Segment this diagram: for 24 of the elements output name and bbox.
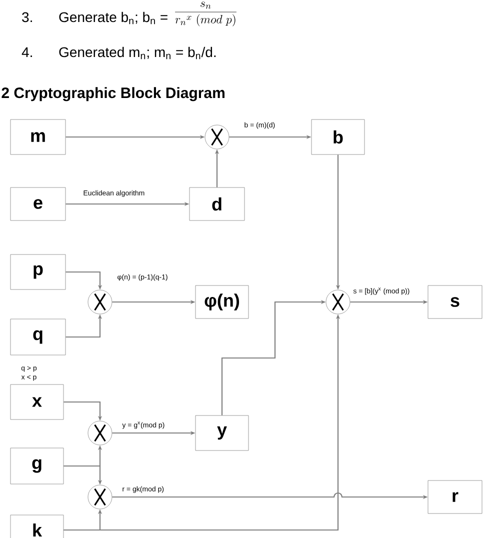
multiplier-circle (88, 484, 112, 510)
multiplier-circle (326, 290, 350, 314)
block-box: x (10, 384, 64, 420)
list-number: 3. (22, 12, 32, 22)
block-box: φ(n) (195, 285, 249, 319)
block-box: e (10, 187, 66, 221)
multiplier-circle (88, 420, 112, 446)
block-box: m (10, 119, 66, 155)
block-box: d (189, 187, 245, 221)
block-box: r (428, 480, 482, 514)
list-text: Generated m$_{n}$; m$_{n}$ = b$_{n}$/d. (59, 46, 216, 60)
multiplier-circle (88, 290, 112, 314)
block-box: p (10, 254, 66, 290)
section-heading: 2 Cryptographic Block Diagram (2, 87, 224, 102)
formula: $\frac{s_n}{{r_n}^{x}\ (mod\ p)}$ (175, 2, 236, 26)
list-text: Generate b$_{n}$; b$_{n}$ = (59, 12, 168, 24)
block-box: q (10, 318, 66, 356)
block-box: y (195, 415, 249, 451)
list-number: 4. (22, 47, 32, 57)
block-box: s (428, 285, 482, 319)
block-box: g (10, 448, 64, 484)
block-box: b (311, 119, 365, 155)
multiplier-circle (204, 124, 230, 150)
block-box: k (10, 514, 64, 538)
